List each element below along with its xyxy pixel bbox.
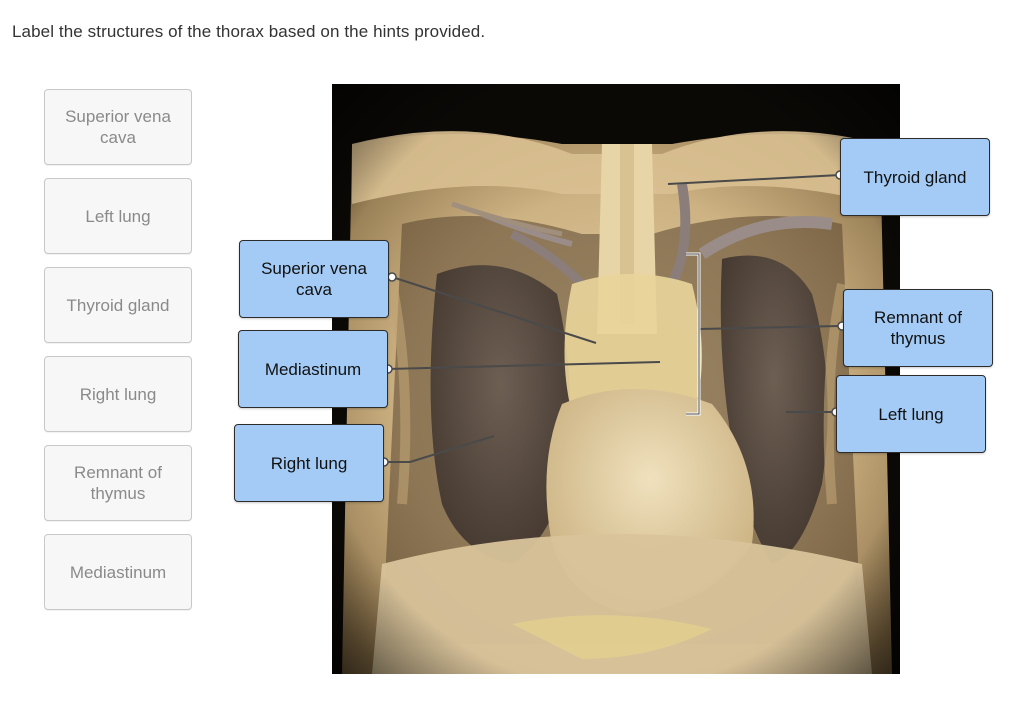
bank-item-thyroid-gland[interactable]: Thyroid gland <box>44 267 192 343</box>
instructions-text: Label the structures of the thorax based… <box>12 22 486 41</box>
placed-label-text: Right lung <box>270 453 348 473</box>
thorax-illustration <box>332 84 900 674</box>
placed-label-mediastinum[interactable]: Mediastinum <box>238 330 388 408</box>
bank-item-left-lung[interactable]: Left lung <box>44 178 192 254</box>
bank-item-label: Mediastinum <box>69 562 167 582</box>
bank-item-label: Remnant of thymus <box>74 463 162 503</box>
bank-item-label: Thyroid gland <box>66 295 170 315</box>
placed-label-left-lung[interactable]: Left lung <box>836 375 986 453</box>
bank-item-superior-vena-cava[interactable]: Superior vena cava <box>44 89 192 165</box>
bank-item-mediastinum[interactable]: Mediastinum <box>44 534 192 610</box>
placed-label-right-lung[interactable]: Right lung <box>234 424 384 502</box>
thorax-dissection-image <box>332 84 900 674</box>
bank-item-label: Left lung <box>85 206 151 226</box>
bank-item-remnant-of-thymus[interactable]: Remnant of thymus <box>44 445 192 521</box>
placed-label-text: Left lung <box>878 404 944 424</box>
placed-label-text: Mediastinum <box>264 359 362 379</box>
placed-label-text: Thyroid gland <box>863 167 967 187</box>
bank-item-right-lung[interactable]: Right lung <box>44 356 192 432</box>
placed-label-text: Remnant of thymus <box>874 308 962 348</box>
placed-label-thyroid-gland[interactable]: Thyroid gland <box>840 138 990 216</box>
bank-item-label: Right lung <box>79 384 157 404</box>
placed-label-superior-vena-cava[interactable]: Superior vena cava <box>239 240 389 318</box>
placed-label-text: Superior vena cava <box>261 259 367 299</box>
bank-item-label: Superior vena cava <box>65 107 171 147</box>
placed-label-remnant-of-thymus[interactable]: Remnant of thymus <box>843 289 993 367</box>
